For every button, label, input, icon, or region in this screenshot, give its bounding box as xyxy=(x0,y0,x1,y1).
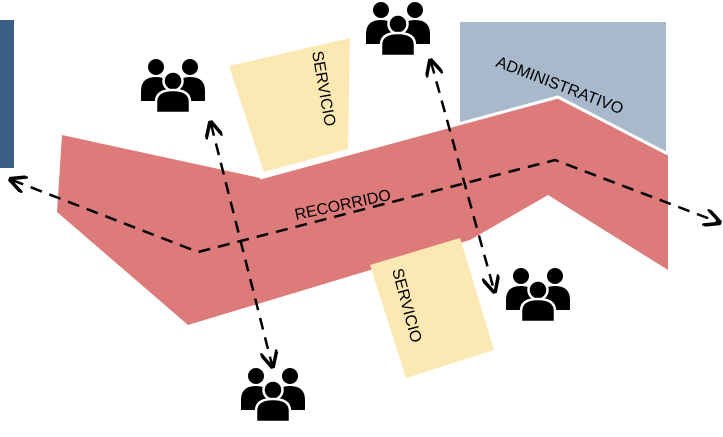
recorrido-band xyxy=(57,97,668,325)
left-edge-block xyxy=(0,20,14,168)
people-group-icon xyxy=(504,266,572,324)
people-group-icon xyxy=(239,366,307,424)
left-cross-arrow xyxy=(211,124,272,365)
servicio-top-block: SERVICIO xyxy=(229,38,350,172)
main-circulation-arrow xyxy=(12,158,718,254)
people-group-icon xyxy=(364,0,432,58)
recorrido-top-edge xyxy=(259,95,669,180)
people-group-icon xyxy=(139,57,207,115)
